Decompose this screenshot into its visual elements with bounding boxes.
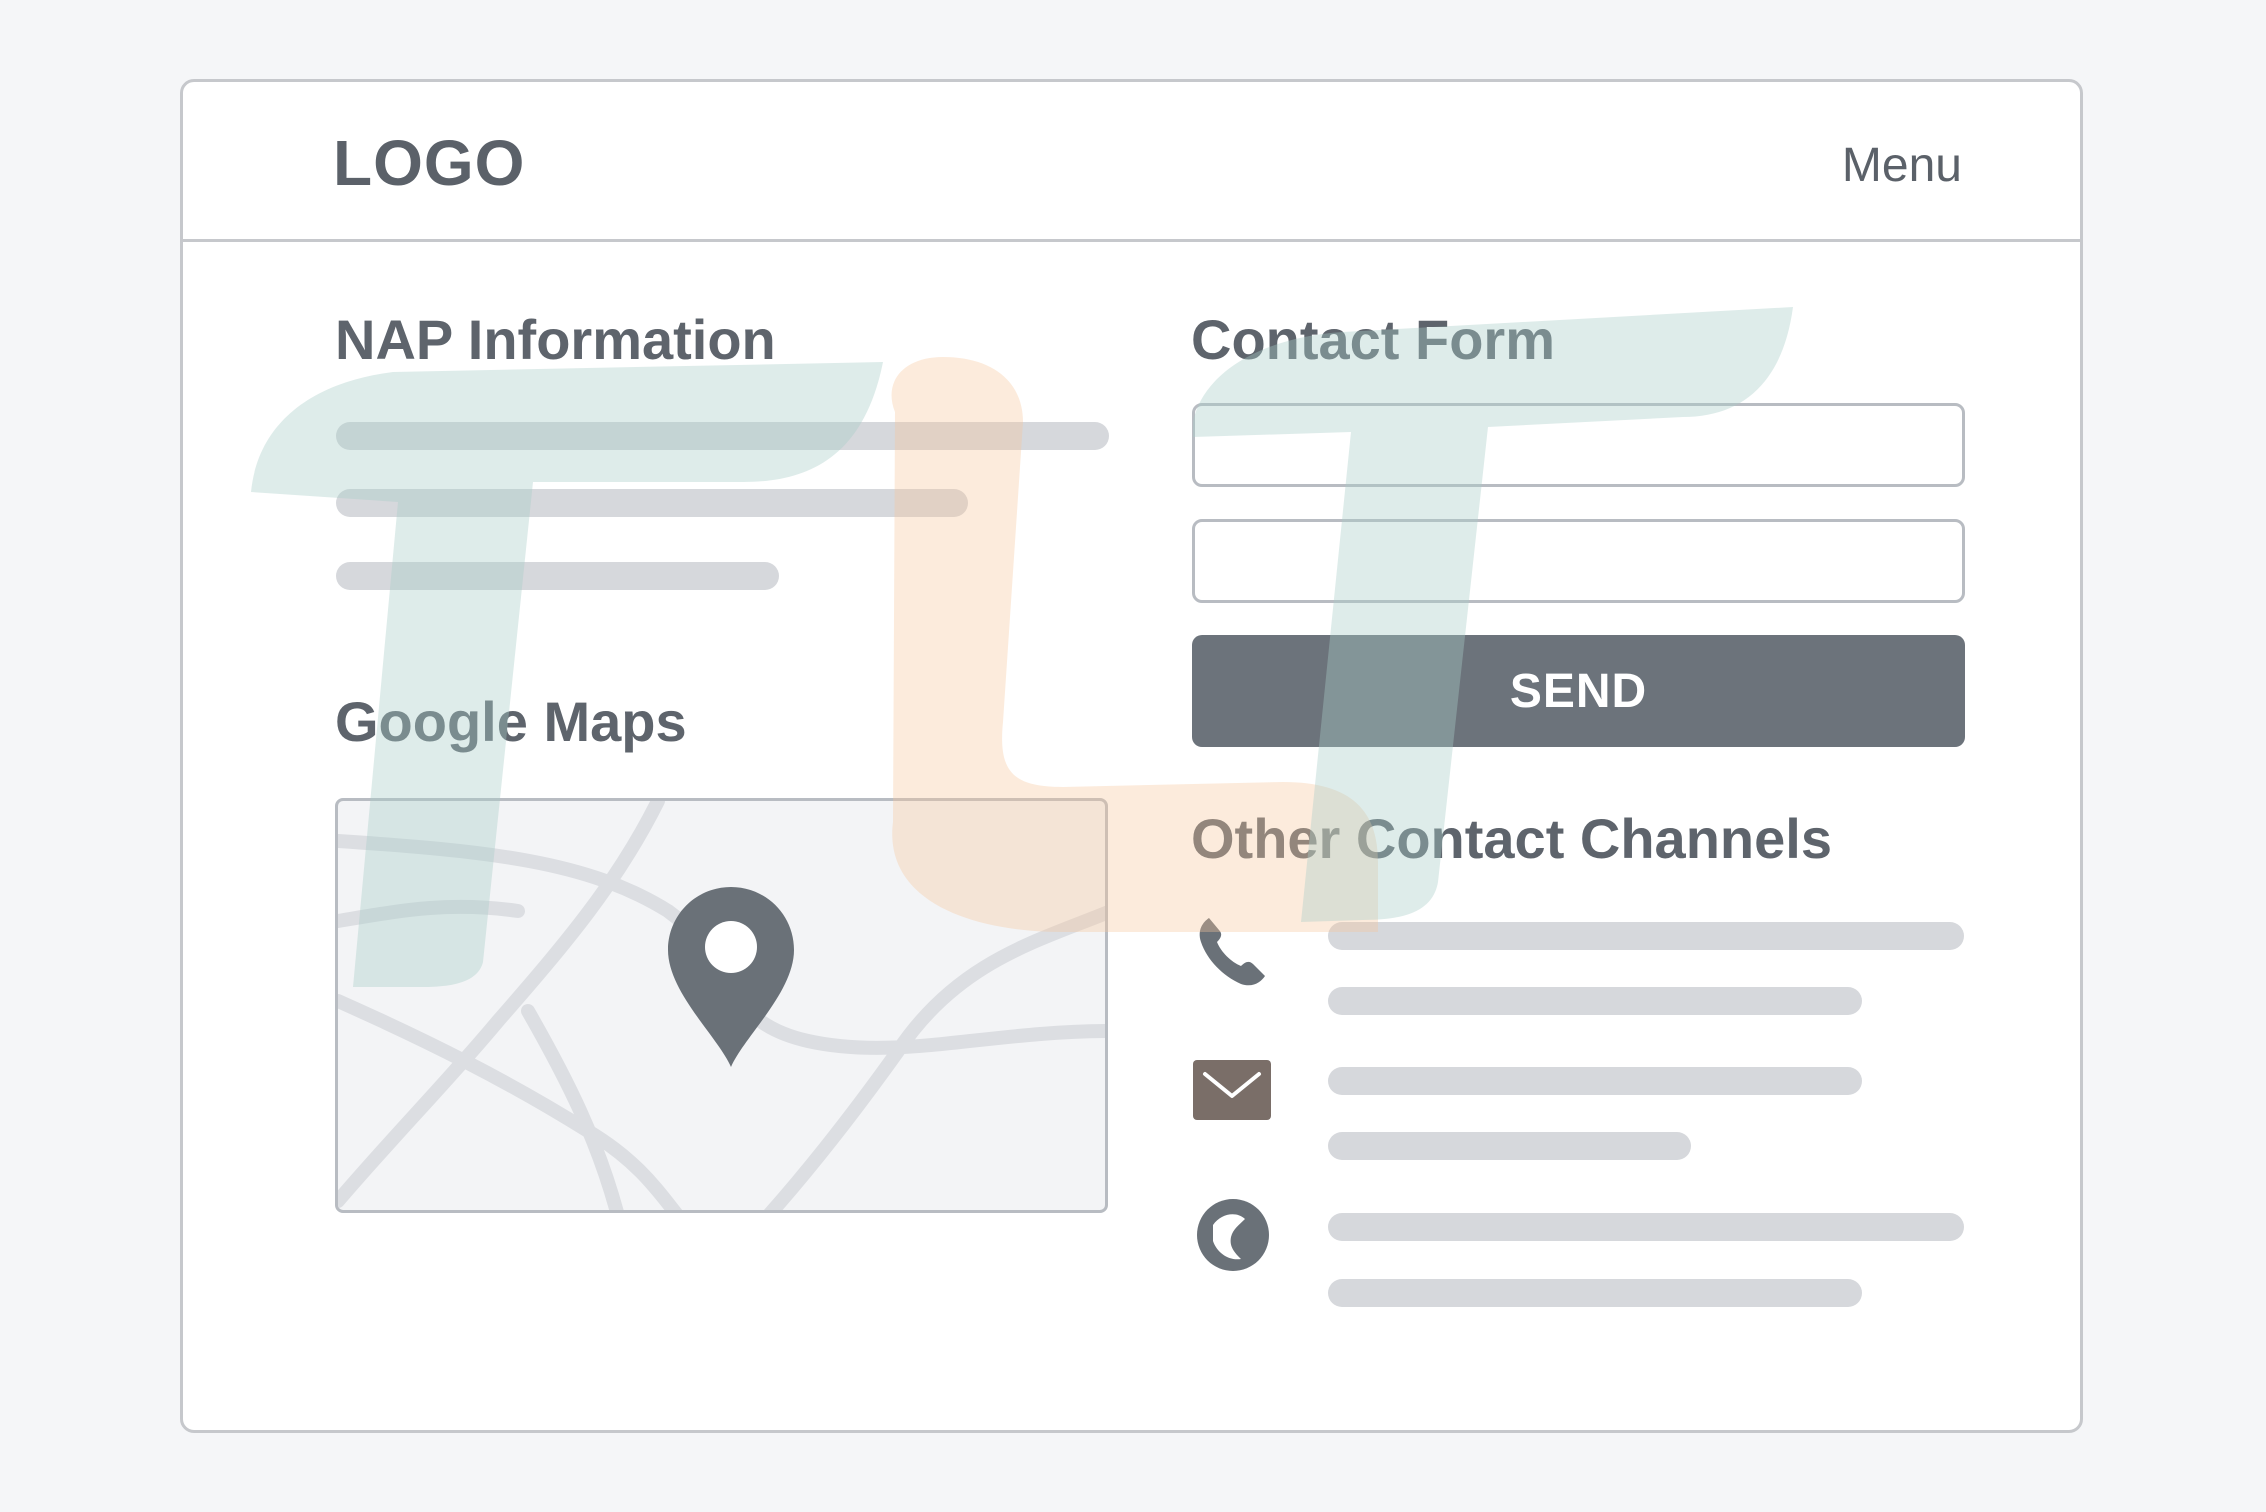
send-button[interactable]: SEND: [1192, 635, 1965, 747]
nap-line-1: [336, 422, 1109, 450]
contact-form-title: Contact Form: [1191, 308, 1555, 371]
nap-line-2: [336, 489, 968, 517]
phone-icon[interactable]: [1193, 912, 1271, 990]
mail-icon[interactable]: [1193, 1060, 1271, 1120]
nap-title: NAP Information: [335, 308, 776, 371]
globe-icon[interactable]: [1193, 1195, 1273, 1275]
maps-title: Google Maps: [335, 690, 687, 753]
phone-line-1: [1328, 922, 1964, 950]
site-header: LOGO Menu: [183, 82, 2080, 242]
menu-link[interactable]: Menu: [1841, 139, 1962, 192]
other-channels-title: Other Contact Channels: [1191, 807, 1832, 870]
nap-line-3: [336, 562, 779, 590]
site-logo[interactable]: LOGO: [333, 127, 526, 199]
web-line-1: [1328, 1213, 1964, 1241]
mail-line-2: [1328, 1132, 1691, 1160]
contact-field-2[interactable]: [1192, 519, 1965, 603]
map-pin-icon: [668, 887, 794, 1067]
web-line-2: [1328, 1279, 1862, 1307]
page-frame: LOGO Menu NAP Information Google Maps Co…: [180, 79, 2083, 1433]
contact-field-1[interactable]: [1192, 403, 1965, 487]
mail-line-1: [1328, 1067, 1862, 1095]
google-map[interactable]: [335, 798, 1108, 1213]
phone-line-2: [1328, 987, 1862, 1015]
